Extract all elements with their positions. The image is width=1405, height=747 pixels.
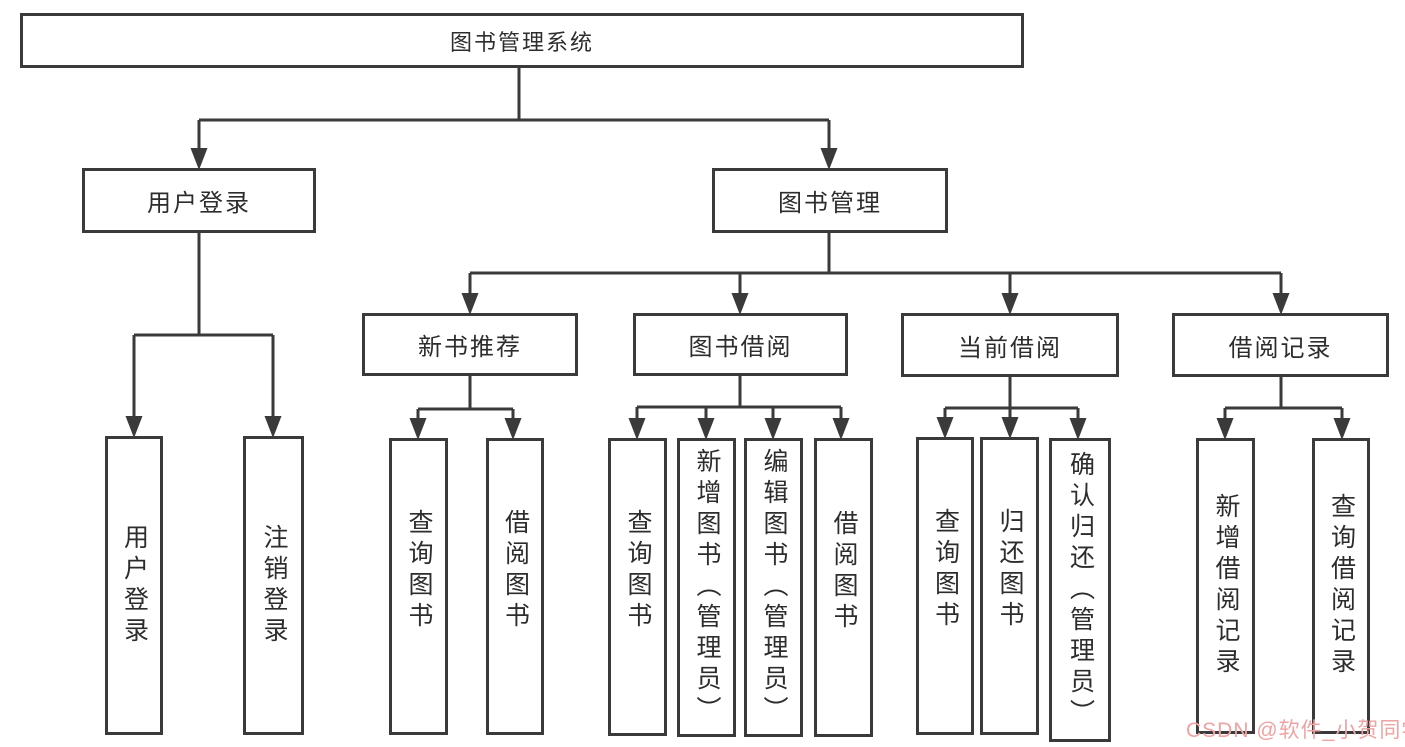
connector-records-to-leaves: [1223, 375, 1344, 430]
node-label: 查询图书: [624, 509, 652, 633]
node-label: 查询图书: [405, 508, 433, 633]
leaf-borrow-books-newbooks: 借阅图书: [486, 438, 544, 735]
node-label: 查询图书: [931, 508, 960, 632]
node-book-borrowing: 图书借阅: [633, 313, 848, 376]
node-label: 当前借阅: [958, 334, 1062, 362]
connector-newbooks-to-leaves: [416, 375, 515, 430]
leaf-query-books-borrowing: 查询图书: [608, 438, 667, 736]
node-label: 图书管理系统: [449, 29, 594, 55]
node-label: 归还图书: [996, 508, 1024, 632]
leaf-add-borrow-record: 新增借阅记录: [1196, 438, 1255, 734]
node-label: 用户登录: [147, 190, 251, 217]
node-label: 编辑图书（管理员）: [760, 448, 788, 727]
leaf-edit-books-admin: 编辑图书（管理员）: [744, 438, 803, 737]
csdn-watermark: CSDN @软件_小贺同学: [1186, 719, 1405, 742]
node-label: 确认归还（管理员）: [1066, 450, 1095, 730]
node-new-book-recommendation: 新书推荐: [362, 313, 578, 376]
node-label: 新增借阅记录: [1212, 493, 1240, 679]
arrowheads: [125, 148, 1351, 440]
leaf-add-books-admin: 新增图书（管理员）: [677, 438, 736, 737]
leaf-return-books: 归还图书: [980, 437, 1039, 735]
leaf-borrow-books-borrowing: 借阅图书: [814, 438, 873, 737]
node-user-login: 用户登录: [82, 168, 316, 233]
leaf-query-borrow-record: 查询借阅记录: [1312, 438, 1370, 734]
connector-userlogin-to-leaves: [132, 233, 275, 428]
leaf-user-login: 用户登录: [105, 436, 163, 735]
node-label: 借阅图书: [830, 509, 858, 634]
leaf-logout: 注销登录: [243, 436, 304, 735]
node-label: 图书借阅: [688, 334, 793, 361]
connector-borrowing-to-leaves: [635, 375, 843, 430]
node-label: 图书管理: [778, 190, 882, 217]
leaf-query-books-current: 查询图书: [916, 437, 974, 735]
connector-root-to-level2: [197, 68, 831, 160]
node-label: 注销登录: [260, 523, 288, 648]
node-current-borrowing: 当前借阅: [901, 313, 1119, 377]
node-label: 新增图书（管理员）: [693, 448, 721, 727]
node-label: 用户登录: [120, 523, 149, 648]
node-label: 借阅图书: [501, 508, 530, 633]
leaf-query-books-newbooks: 查询图书: [389, 438, 448, 735]
leaf-confirm-return-admin: 确认归还（管理员）: [1049, 438, 1111, 742]
node-library-management-system: 图书管理系统: [20, 13, 1024, 68]
connector-bookmgmt-to-level3: [468, 233, 1283, 305]
node-book-management: 图书管理: [712, 168, 948, 233]
node-label: 新书推荐: [418, 334, 522, 361]
node-borrowing-records: 借阅记录: [1172, 313, 1389, 377]
node-label: 查询借阅记录: [1327, 493, 1356, 679]
node-label: 借阅记录: [1228, 334, 1333, 362]
